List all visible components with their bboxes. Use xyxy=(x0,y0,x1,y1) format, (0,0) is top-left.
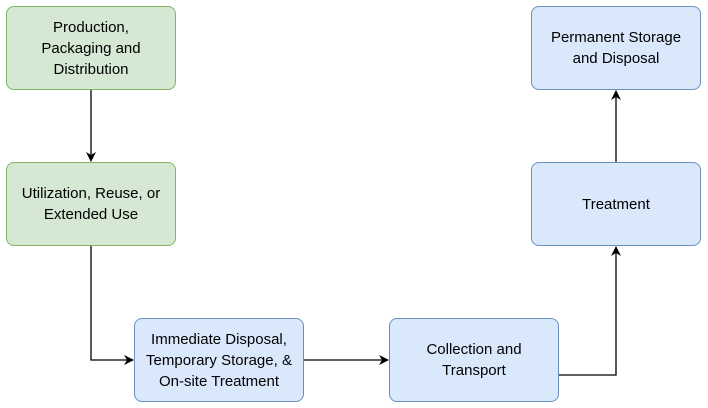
node-production-packaging-distribution[interactable]: Production, Packaging and Distribution xyxy=(6,6,176,90)
node-treatment[interactable]: Treatment xyxy=(531,162,701,246)
node-utilization-reuse[interactable]: Utilization, Reuse, or Extended Use xyxy=(6,162,176,246)
node-label: Permanent Storage and Disposal xyxy=(550,29,682,67)
node-label: Immediate Disposal, Temporary Storage, &… xyxy=(146,330,292,390)
node-label: Production, Packaging and Distribution xyxy=(41,18,141,78)
node-label: Treatment xyxy=(582,195,650,213)
node-collection-transport[interactable]: Collection and Transport xyxy=(389,318,559,402)
node-permanent-storage-disposal[interactable]: Permanent Storage and Disposal xyxy=(531,6,701,90)
edge-utilization-to-immediate xyxy=(90,246,134,365)
node-label: Collection and Transport xyxy=(426,341,522,379)
node-label: Utilization, Reuse, or Extended Use xyxy=(21,185,161,223)
edge-collection-to-treatment xyxy=(559,246,621,376)
node-immediate-disposal[interactable]: Immediate Disposal, Temporary Storage, &… xyxy=(134,318,304,402)
